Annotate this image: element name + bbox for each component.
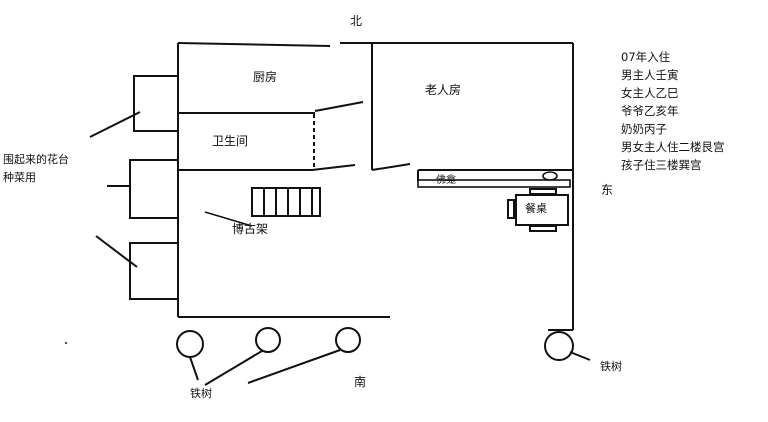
iron-tree-3 bbox=[335, 327, 361, 353]
iron-tree-4 bbox=[544, 331, 574, 361]
note-grandmother: 奶奶丙子 bbox=[621, 122, 667, 136]
curio-shelf-outline bbox=[251, 187, 321, 217]
dining-chair-bottom bbox=[529, 225, 557, 232]
altar-ornament bbox=[542, 171, 558, 181]
iron-tree-pointer bbox=[189, 356, 199, 381]
note-children-floor: 孩子住三楼巽宫 bbox=[621, 158, 702, 172]
iron-tree-pointer bbox=[247, 349, 341, 384]
curio-shelf-pointer bbox=[204, 211, 253, 227]
altar-label: 佛龛 bbox=[436, 175, 456, 186]
iron-tree-left-label: 铁树 bbox=[190, 387, 212, 400]
dining-chair-top bbox=[529, 188, 557, 195]
iron-tree-pointer bbox=[569, 351, 591, 361]
kitchen-door bbox=[314, 101, 364, 112]
flower-bed-1 bbox=[133, 75, 179, 132]
iron-tree-2 bbox=[255, 327, 281, 353]
curio-shelf-label: 博古架 bbox=[232, 222, 269, 236]
iron-tree-1 bbox=[176, 330, 204, 358]
note-move-in: 07年入住 bbox=[621, 50, 671, 64]
note-owners-floor: 男女主人住二楼艮宫 bbox=[621, 140, 725, 154]
flower-bed-3 bbox=[129, 242, 179, 300]
kitchen-label: 厨房 bbox=[253, 70, 278, 84]
south-label: 南 bbox=[354, 375, 367, 389]
elder-room-label: 老人房 bbox=[425, 83, 462, 97]
flower-bed-pointer bbox=[95, 235, 138, 268]
note-female-owner: 女主人乙巳 bbox=[621, 86, 679, 100]
dining-table-label: 餐桌 bbox=[525, 202, 547, 215]
north-wall-left bbox=[177, 42, 331, 47]
flower-bed-label-line2: 种菜用 bbox=[3, 171, 36, 184]
dining-chair-left bbox=[507, 199, 515, 219]
bathroom-label: 卫生间 bbox=[212, 134, 249, 148]
altar-cabinet bbox=[417, 179, 571, 188]
east-label: 东 bbox=[601, 183, 614, 197]
elder-room-door bbox=[371, 163, 411, 171]
north-label: 北 bbox=[350, 14, 363, 28]
flower-bed-2 bbox=[129, 159, 179, 219]
flower-bed-label-line1: 围起来的花台 bbox=[3, 153, 69, 166]
bathroom-door bbox=[311, 164, 356, 171]
note-grandfather: 爷爷乙亥年 bbox=[621, 104, 679, 118]
iron-tree-pointer bbox=[204, 350, 263, 386]
note-male-owner: 男主人壬寅 bbox=[621, 68, 679, 82]
iron-tree-right-label: 铁树 bbox=[600, 360, 622, 373]
flower-bed-pointer bbox=[89, 111, 141, 138]
stray-dot bbox=[65, 342, 67, 344]
